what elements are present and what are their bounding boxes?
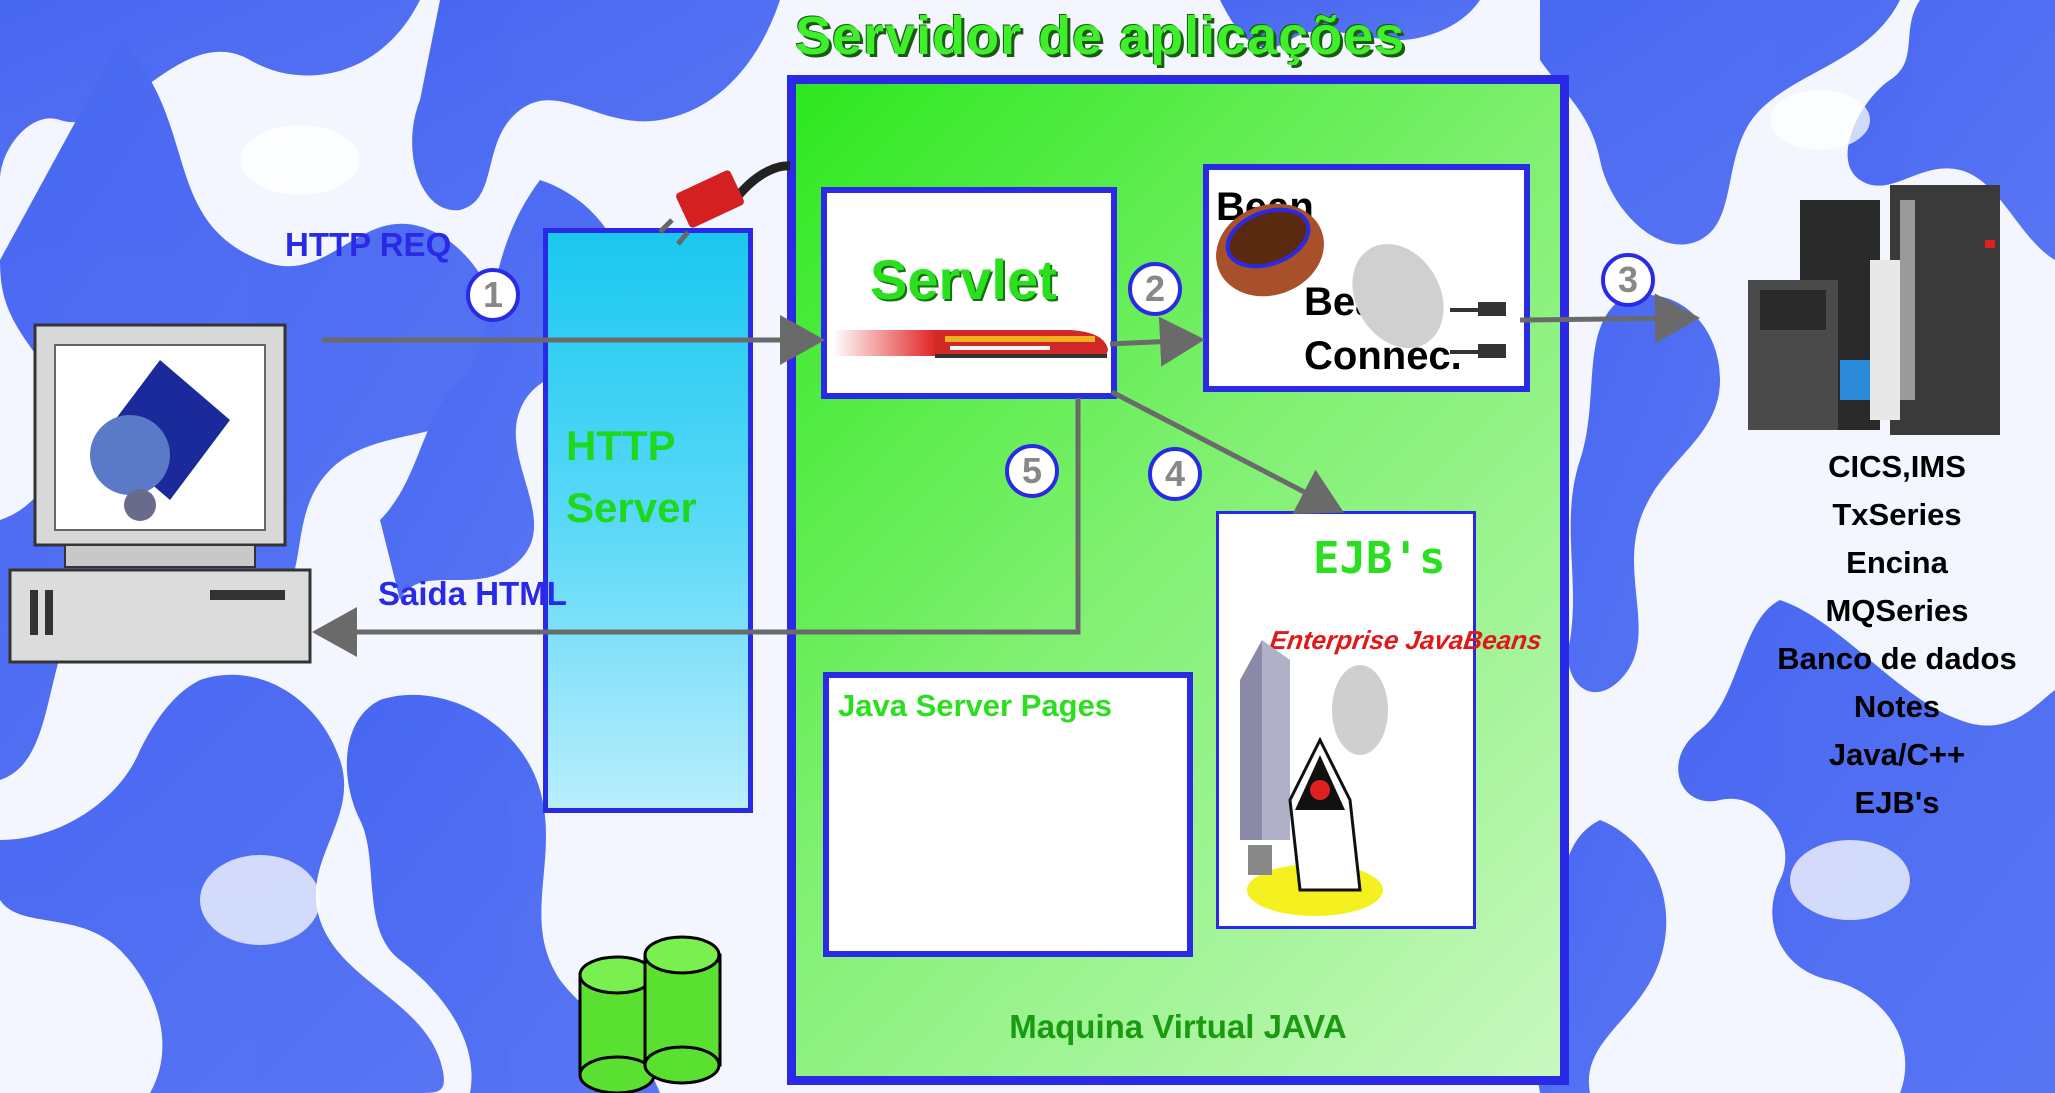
servlet-label: Servlet [870, 248, 1057, 311]
backend-item: CICS,IMS [1828, 449, 1966, 484]
bean-icon [1216, 203, 1506, 358]
backend-item: Java/C++ [1828, 737, 1966, 772]
bean-connector-label: Bean Connec. [1304, 280, 1462, 378]
train-icon [833, 330, 1108, 358]
backend-item: Banco de dados [1777, 641, 2017, 676]
ejb-label: EJB's [1313, 533, 1446, 584]
arrow-html-response [312, 398, 1081, 657]
server-rack-icon [1748, 185, 2000, 435]
step-2-badge: 2 [1128, 262, 1182, 316]
backend-item: Notes [1853, 689, 1941, 724]
plug-icon [658, 161, 791, 246]
duke-mascot-icon [1240, 640, 1388, 916]
backend-item: MQSeries [1825, 593, 1969, 628]
client-computer-icon [8, 323, 312, 664]
step-3-badge: 3 [1601, 253, 1655, 307]
step-5-badge: 5 [1005, 444, 1059, 498]
jvm-label: Maquina Virtual JAVA [1009, 1008, 1347, 1045]
arrow-servlet-to-ejb [1110, 389, 1344, 515]
jsp-box [823, 672, 1193, 957]
diagram-title: Servidor de aplicações [795, 6, 1406, 66]
http-server-label: HTTP Server [566, 422, 697, 531]
backend-item: EJB's [1854, 785, 1940, 820]
http-request-label: HTTP REQ [285, 226, 452, 263]
backend-item: Encina [1846, 545, 1948, 580]
arrow-to-backends [1519, 293, 1700, 344]
servlet-box [821, 187, 1117, 399]
jsp-label: Java Server Pages [838, 688, 1113, 723]
step-1-badge: 1 [466, 268, 520, 322]
backend-systems-list: CICS,IMS TxSeries Encina MQSeries Banco … [1742, 443, 2052, 827]
http-server-box [543, 228, 753, 813]
step-4-badge: 4 [1148, 447, 1202, 501]
html-output-label: Saida HTML [378, 575, 567, 612]
backend-item: TxSeries [1832, 497, 1962, 532]
database-icon [578, 935, 722, 1093]
arrow-servlet-to-bean [1109, 316, 1205, 367]
